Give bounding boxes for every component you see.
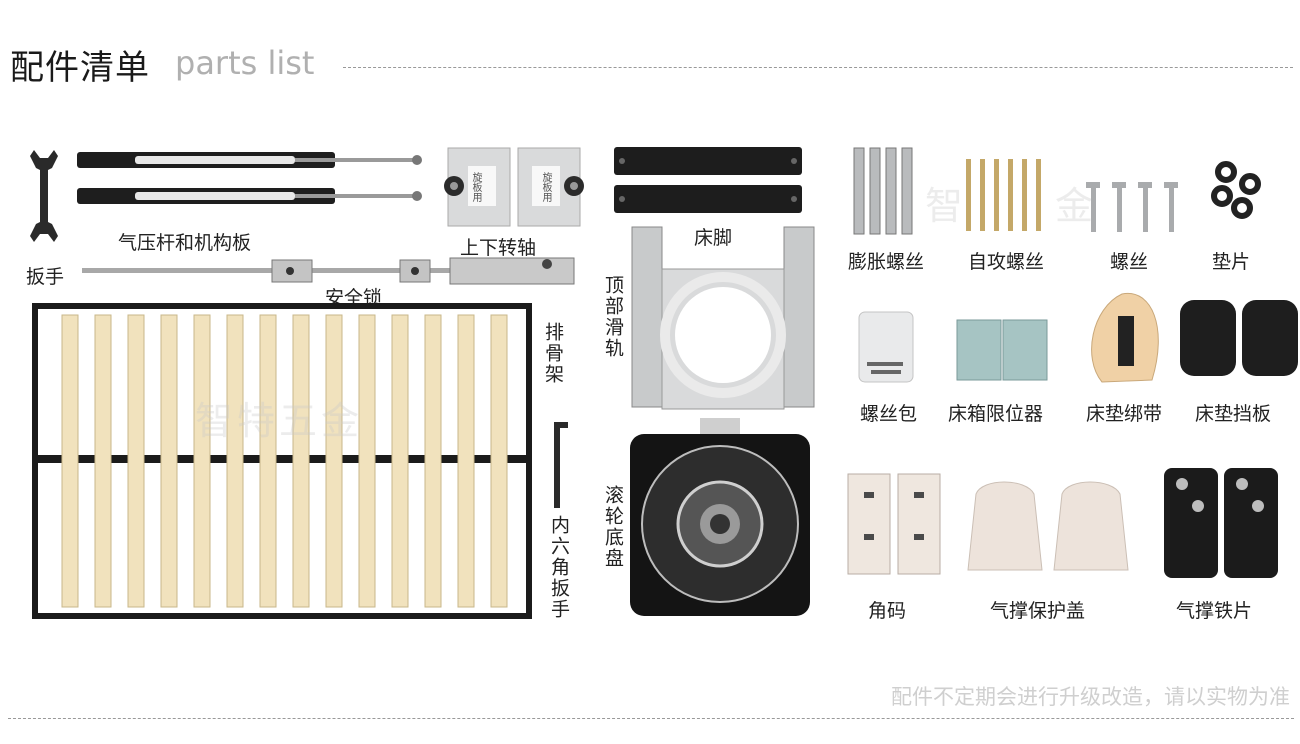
- corner-bracket-image: [847, 473, 941, 575]
- label-screw: 螺丝: [1110, 251, 1149, 273]
- header-divider: [343, 67, 1293, 68]
- label-gas-strut: 气压杆和机构板: [118, 232, 252, 254]
- label-bed-feet: 床脚: [694, 227, 733, 249]
- label-caster-base: 滚轮底盘: [602, 485, 624, 569]
- washer-image: [1211, 161, 1261, 219]
- page-title: 配件清单: [10, 48, 150, 88]
- label-strut-plate: 气撑铁片: [1176, 600, 1253, 622]
- tapping-screw-image: [966, 159, 1041, 231]
- label-hex-key: 内六角扳手: [548, 515, 570, 620]
- label-top-rail: 顶部滑轨: [602, 275, 624, 359]
- label-tapping-screw: 自攻螺丝: [968, 251, 1045, 273]
- watermark-partial-1: 智: [925, 184, 968, 228]
- screw-image: [1086, 182, 1178, 232]
- screw-pack-image: [858, 311, 914, 383]
- footer-note: 配件不定期会进行升级改造，请以实物为准: [891, 685, 1290, 709]
- label-slat-frame: 排骨架: [542, 322, 564, 385]
- gas-strut-image: [77, 152, 422, 204]
- label-expansion-screw: 膨胀螺丝: [848, 251, 925, 273]
- label-mattress-baffle: 床垫挡板: [1195, 403, 1272, 425]
- hex-key-icon: [554, 422, 568, 508]
- caster-base-image: [630, 418, 810, 616]
- bed-feet-image: [614, 147, 802, 213]
- box-limiter-image: [956, 319, 1048, 381]
- footer-divider: [8, 718, 1294, 719]
- slat-frame-image: [32, 303, 532, 619]
- pivot-tag-right: 旋板用: [540, 172, 551, 202]
- page-subtitle: parts list: [175, 44, 315, 82]
- mattress-strap-image: [1091, 292, 1159, 383]
- label-box-limiter: 床箱限位器: [948, 403, 1044, 425]
- watermark-text: 智特五金: [195, 399, 364, 443]
- mattress-baffle-image: [1180, 300, 1298, 376]
- watermark-partial-2: 金: [1055, 184, 1098, 228]
- strut-cover-image: [967, 481, 1129, 571]
- label-wrench: 扳手: [26, 266, 65, 288]
- label-corner-bracket: 角码: [868, 600, 907, 622]
- pivot-tag-left: 旋板用: [470, 172, 481, 202]
- expansion-screw-image: [853, 147, 913, 235]
- label-screw-pack: 螺丝包: [860, 403, 918, 425]
- pivot-plates-image: [444, 147, 584, 227]
- label-mattress-strap: 床垫绑带: [1086, 403, 1163, 425]
- safety-lock-image: [82, 257, 575, 285]
- top-rail-image: [631, 226, 815, 410]
- strut-plate-image: [1164, 468, 1278, 578]
- label-strut-cover: 气撑保护盖: [990, 600, 1086, 622]
- label-pivot: 上下转轴: [460, 237, 537, 259]
- wrench-icon: [30, 150, 58, 242]
- label-washer: 垫片: [1212, 251, 1251, 273]
